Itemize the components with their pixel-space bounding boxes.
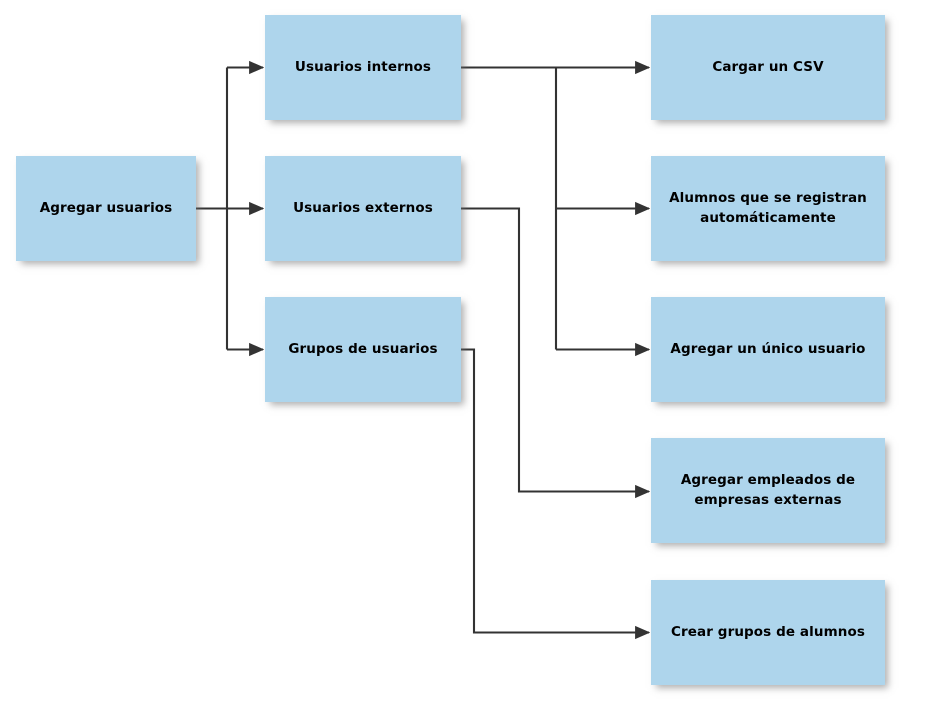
node-alumnos-que-se-registran-automaticamente[interactable]: Alumnos que se registran automáticamente <box>651 156 885 261</box>
node-cargar-un-csv[interactable]: Cargar un CSV <box>651 15 885 120</box>
node-label: Usuarios externos <box>293 199 433 216</box>
node-label: Alumnos que se registran automáticamente <box>669 189 867 226</box>
node-label: Agregar empleados de empresas externas <box>680 471 856 508</box>
node-grupos-de-usuarios[interactable]: Grupos de usuarios <box>265 297 461 402</box>
node-agregar-usuarios[interactable]: Agregar usuarios <box>16 156 196 261</box>
node-label: Crear grupos de alumnos <box>671 623 865 640</box>
node-crear-grupos-de-alumnos[interactable]: Crear grupos de alumnos <box>651 580 885 685</box>
node-label: Agregar usuarios <box>39 199 173 216</box>
node-label: Grupos de usuarios <box>288 340 438 357</box>
edge-grupos-to-crear-grupos-alumnos <box>461 348 651 640</box>
node-agregar-un-unico-usuario[interactable]: Agregar un único usuario <box>651 297 885 402</box>
node-usuarios-externos[interactable]: Usuarios externos <box>265 156 461 261</box>
node-usuarios-internos[interactable]: Usuarios internos <box>265 15 461 120</box>
node-label: Agregar un único usuario <box>670 340 866 357</box>
node-label: Cargar un CSV <box>712 58 824 75</box>
edge-externos-to-empleados-externos <box>461 207 651 499</box>
node-agregar-empleados-de-empresas-externas[interactable]: Agregar empleados de empresas externas <box>651 438 885 543</box>
node-label: Usuarios internos <box>294 58 432 75</box>
